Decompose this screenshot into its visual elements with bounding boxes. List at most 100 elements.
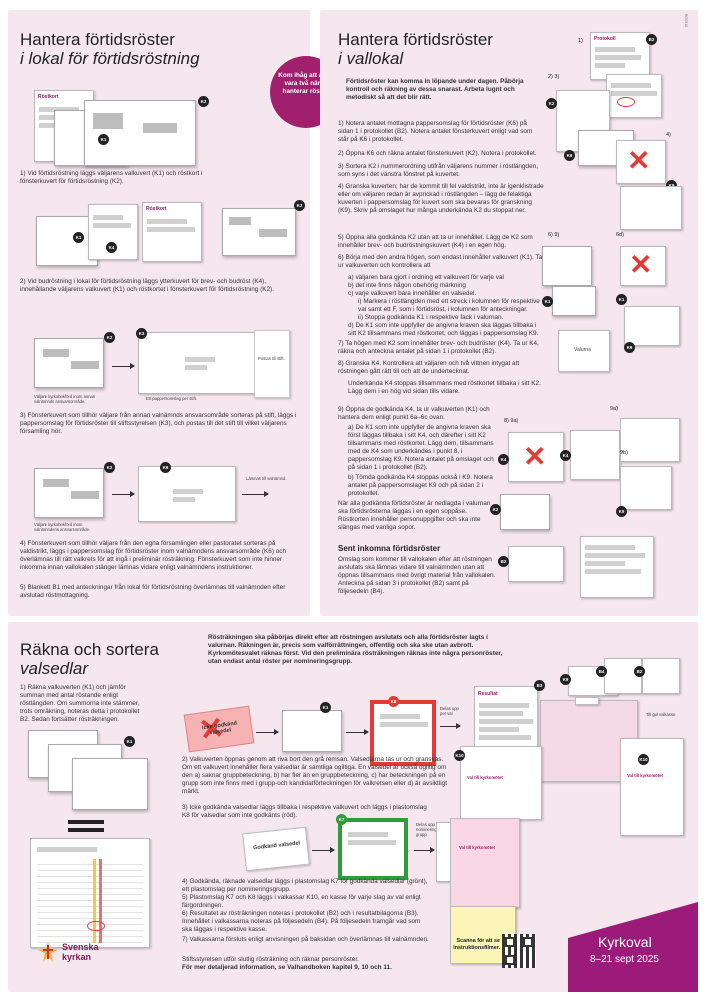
p2-step1: 1) Notera antalet mottagna pappersomslag… <box>338 120 533 144</box>
fig-1: 1) <box>578 38 583 44</box>
fig2-list <box>606 74 662 118</box>
p2-step6d: d) De K1 som inte uppfyller de angivna k… <box>348 322 539 338</box>
p2-step9a: a) De K1 som inte uppfyller de angivna k… <box>348 424 494 472</box>
tag-k1-b: K1 <box>73 232 84 243</box>
tag-k2-p2b: K2 <box>490 504 501 515</box>
tag-k10-a: K10 <box>638 754 649 765</box>
footer-note: Stiftsstyrelsen utför slutlig rösträknin… <box>182 956 359 963</box>
tag-k9-p3: K9 <box>560 674 571 685</box>
ballot-box-label: Valurna <box>574 347 591 353</box>
equals-line-1 <box>68 820 104 824</box>
envelope-k2-d <box>34 468 104 518</box>
to-bag-label: Till gul valkasse <box>646 712 676 717</box>
p2-step5: 5) Öppna alla godkända K2 utan att ta ur… <box>338 234 533 250</box>
fig6d-wrap <box>624 306 680 346</box>
paper-wrap-side <box>254 330 290 398</box>
tag-b2-p3: B2 <box>634 666 645 677</box>
tag-k2-b: K2 <box>294 200 305 211</box>
voter-register <box>30 838 150 948</box>
tag-k2-c: K2 <box>104 332 115 343</box>
plastic-k8 <box>370 700 436 766</box>
arrow-1 <box>112 363 135 369</box>
p2-step6b: b) det inte finns någon obehörig märknin… <box>348 282 466 289</box>
envelope-k1-p3 <box>282 710 342 752</box>
tag-k9-p2c: K9 <box>616 506 627 517</box>
panel-early-votes-polling: Hantera förtidsröster i vallokal BG0910 … <box>320 10 698 616</box>
equals-line-2 <box>68 828 104 832</box>
b2-doc <box>642 658 680 694</box>
p2-step6cii: ii) Stoppa godkända K1 i respektive fack… <box>358 314 504 321</box>
fig6-env2 <box>552 286 596 316</box>
tag-b4: B4 <box>596 666 607 677</box>
not-approved-box: ✕ Icke godkänd valsedel <box>183 705 255 753</box>
fig4-wrap <box>620 186 682 230</box>
tag-k1-p3: K1 <box>124 736 135 747</box>
k1-stack-3 <box>72 758 148 810</box>
arrow-3 <box>242 491 269 497</box>
tag-k4-p2: K4 <box>498 454 509 465</box>
bag-pink-label: Val till kyrkomötet <box>459 845 495 850</box>
approved-label: Godkänd valsedel <box>252 840 301 852</box>
fig-9a: 9a) <box>610 406 618 412</box>
fig9a-wrap <box>620 418 680 462</box>
arrow-p3-5 <box>414 847 435 853</box>
p2-step7: 7) Ta högen med K2 som innehåller brev- … <box>338 340 539 356</box>
fig-8: 8) 9a) <box>504 418 519 424</box>
fig-late-form <box>580 536 654 598</box>
envelope-k2-c <box>34 338 104 388</box>
tag-k3: K3 <box>136 328 147 339</box>
fig6d-doc: ✕ <box>620 246 666 286</box>
tag-b3: B3 <box>534 680 545 691</box>
p3-step7: 7) Valkassarna försluts enligt anvisning… <box>182 936 429 943</box>
late-text: Omslag som kommer till vallokalen efter … <box>338 556 496 596</box>
fig-late-doc <box>508 546 564 582</box>
p2-step8: 8) Granska K4. Kontrollera att väljaren … <box>338 360 520 376</box>
late-title: Sent inkomna förtidsröster <box>338 544 441 553</box>
tag-k4: K4 <box>106 242 117 253</box>
ballot-box <box>558 330 610 372</box>
panel1-title: Hantera förtidsröster <box>20 30 175 49</box>
tag-k1-p2b: K1 <box>616 294 627 305</box>
p2-step9: 9) Öppna de godkända K4, ta ur valkuvert… <box>338 406 490 422</box>
p3-step5: 5) Plastomslag K7 och K8 läggs i valkass… <box>182 894 421 910</box>
tag-k9-p2b: K9 <box>624 342 635 353</box>
tag-b2: B2 <box>646 34 657 45</box>
tag-k6-p2: K6 <box>564 150 575 161</box>
qr-code[interactable] <box>502 934 536 968</box>
panel3-subtitle: valsedlar <box>20 659 89 678</box>
tag-k1-p3b: K1 <box>320 702 331 713</box>
tag-k2-p2: K2 <box>546 98 557 109</box>
label-post: Postas till stift. <box>258 356 285 361</box>
panel2-title: Hantera förtidsröster <box>338 30 493 49</box>
bag-white-label: Val till kyrkomötet <box>467 775 503 780</box>
p2-step3: 3) Sortera K2 i nummerordning utifrån vä… <box>338 163 538 179</box>
fig6-env <box>542 246 592 286</box>
tag-k10-b: K10 <box>454 750 465 761</box>
envelope-k2 <box>84 100 196 166</box>
bag-yellow-label: Val till kyrkomötet <box>627 773 663 778</box>
arrow-2 <box>112 491 135 497</box>
event-dates: 8–21 sept 2025 <box>590 954 659 965</box>
qr-text: Scanna för att se instruktionsfilmer. <box>453 938 500 951</box>
fig8-env <box>500 494 550 530</box>
fig8-doc2 <box>570 430 620 480</box>
footer-bold: För mer detaljerad information, se Valha… <box>182 964 392 971</box>
tag-k6: K6 <box>160 462 171 473</box>
fig-6: 6) 9) <box>548 232 560 238</box>
p2-step8b: Underkända K4 stoppas tillsammans med rö… <box>348 380 541 396</box>
tag-k7: K7 <box>336 814 347 825</box>
p2-step9-end: När alla godkända förtidsröster är nedla… <box>338 500 491 532</box>
panel2-intro: Förtidsröster kan komma in löpande under… <box>346 78 524 102</box>
panel-count-ballots: Räkna och sortera valsedlar Rösträkninge… <box>8 622 698 992</box>
panel3-title: Räkna och sortera <box>20 640 159 659</box>
panel1-step1: 1) Vid förtidsröstning läggs väljarens v… <box>20 170 203 186</box>
fig9b-wrap <box>620 466 672 510</box>
fig-6d: 6d) <box>616 232 624 238</box>
p2-step6: 6) Börja med den andra högen, som endast… <box>338 254 543 270</box>
fig8-doc: ✕ <box>508 432 564 482</box>
panel3-intro: Rösträkningen ska påbörjas direkt efter … <box>208 634 503 666</box>
ballot-doc-b: Röstkort <box>142 202 202 262</box>
tag-b2-late: B2 <box>498 556 509 567</box>
p3-step1: 1) Räkna valkuverten (K1) och jämför sum… <box>20 684 140 724</box>
fig-2: 2) 3) <box>548 74 560 80</box>
